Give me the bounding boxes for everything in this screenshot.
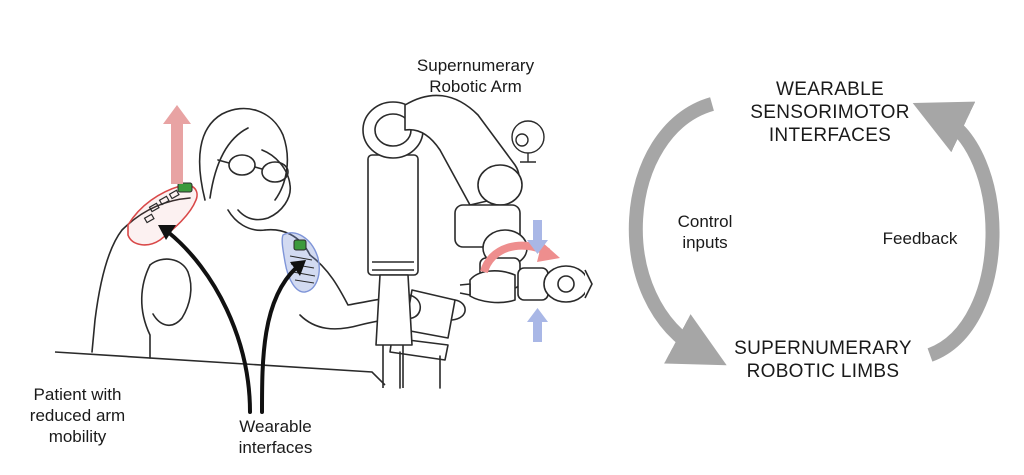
grip-arrows bbox=[527, 220, 548, 342]
wearable-interfaces-label: Wearable interfaces bbox=[228, 416, 323, 458]
patient-label-line2: reduced arm bbox=[29, 406, 126, 425]
top-node-line3: INTERFACES bbox=[768, 125, 892, 146]
table-edge bbox=[54, 351, 386, 386]
robot-arm-label-line2: Robotic Arm bbox=[429, 77, 522, 96]
pointer-head-arm bbox=[290, 260, 306, 276]
control-inputs-label: Control inputs bbox=[665, 211, 745, 253]
patient-label: Patient with reduced arm mobility bbox=[20, 384, 135, 447]
shoulder-markers bbox=[143, 189, 180, 224]
control-inputs-line1: Control bbox=[677, 212, 733, 231]
patient-label-line3: mobility bbox=[48, 427, 107, 446]
shoulder-wearable bbox=[127, 184, 198, 246]
feedback-arrow bbox=[912, 101, 1000, 362]
camera bbox=[511, 120, 545, 163]
bottom-node-line1: SUPERNUMERARY bbox=[734, 338, 912, 359]
robotic-arm bbox=[362, 94, 593, 388]
shoulder-up-arrow bbox=[163, 105, 191, 184]
pointer-head-shoulder bbox=[158, 225, 176, 240]
feedback-label: Feedback bbox=[882, 229, 958, 248]
wearable-pointers bbox=[166, 230, 298, 414]
robot-arm-label-line1: Supernumerary bbox=[416, 56, 535, 75]
control-inputs-line2: inputs bbox=[682, 233, 728, 252]
bottom-node-label: SUPERNUMERARY ROBOTIC LIMBS bbox=[718, 337, 928, 383]
top-node-line2: SENSORIMOTOR bbox=[750, 102, 910, 123]
robot-arm-label: Supernumerary Robotic Arm bbox=[398, 55, 553, 97]
bottom-node-line2: ROBOTIC LIMBS bbox=[746, 361, 900, 382]
control-inputs-arrow bbox=[628, 97, 727, 366]
shoulder-sensor bbox=[177, 182, 193, 193]
wearable-label-line2: interfaces bbox=[238, 438, 313, 457]
upper-arm-sensor bbox=[293, 239, 307, 251]
wearable-label-line1: Wearable bbox=[239, 417, 312, 436]
patient-label-line1: Patient with bbox=[33, 385, 122, 404]
cycle-arrows bbox=[628, 97, 1000, 366]
top-node-line1: WEARABLE bbox=[776, 79, 884, 100]
top-node-label: WEARABLE SENSORIMOTOR INTERFACES bbox=[735, 78, 925, 147]
